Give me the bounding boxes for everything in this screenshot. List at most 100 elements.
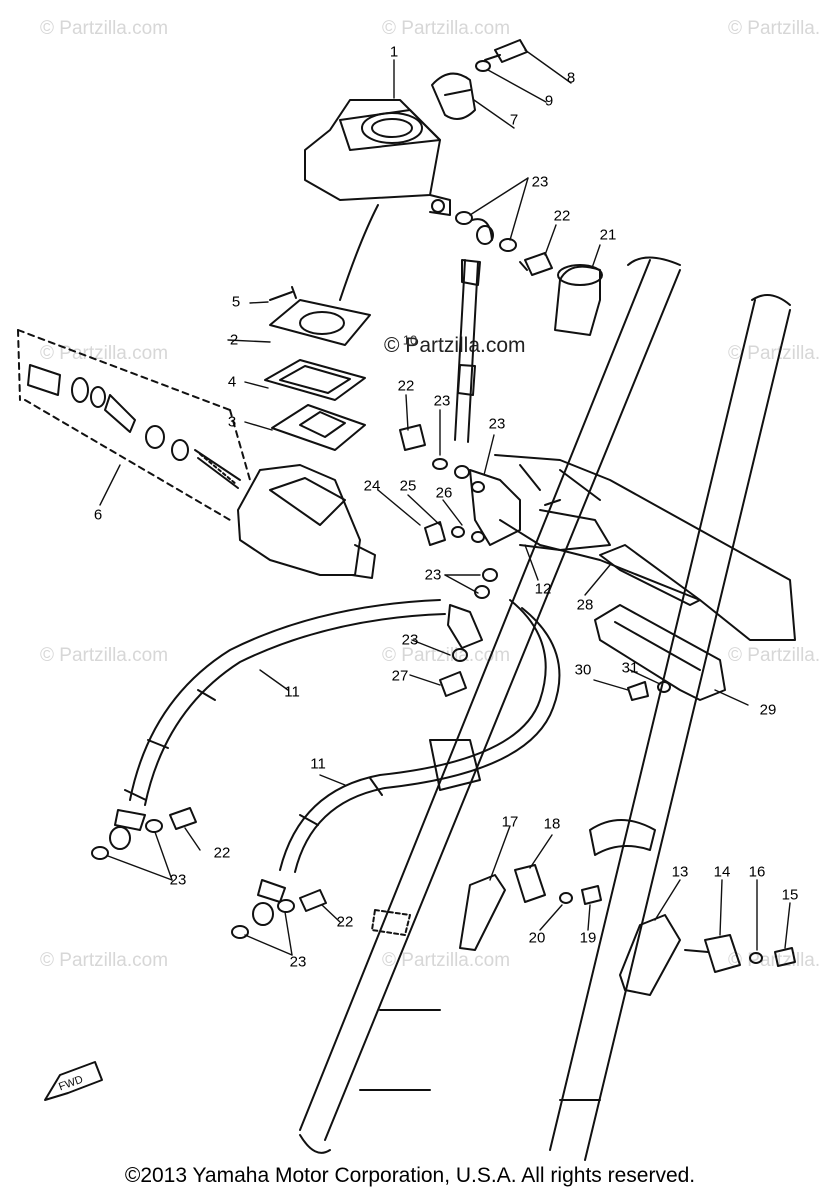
copyright-notice: ©2013 Yamaha Motor Corporation, U.S.A. A… [124,1164,696,1187]
callout-22-mid: 22 [397,377,415,395]
caliper-banjo-left [91,807,197,860]
callout-8: 8 [566,69,576,87]
reservoir-cap [269,299,371,346]
callout-28: 28 [576,596,594,614]
union-bolt [447,604,483,649]
watermark: © Partzilla.com [40,18,169,39]
bolt-8 [484,39,528,63]
callout-2: 2 [229,331,239,349]
callout-23-lower: 23 [401,631,419,649]
screw-5 [269,286,297,301]
watermark: © Partzilla.com [382,18,511,39]
fwd-label: FWD [57,1074,85,1094]
callout-7: 7 [509,111,519,129]
callout-23-top: 23 [531,173,549,191]
callout-26: 26 [435,484,453,502]
piston-kit [17,329,251,521]
callout-9: 9 [544,92,554,110]
callout-23-left: 23 [169,871,187,889]
callout-23-mid-right: 23 [488,415,506,433]
brake-hose-upper [454,218,494,443]
fwd-arrow-icon [44,1061,103,1101]
callout-22-left: 22 [213,844,231,862]
bolt-22 [519,252,553,276]
callout-6: 6 [93,506,103,524]
washer-20 [559,892,573,904]
callout-17: 17 [501,813,519,831]
callout-31: 31 [621,659,639,677]
callout-11-left: 11 [284,683,300,701]
bolt-15 [774,947,796,967]
bracket-outline [371,909,411,936]
brake-hose-left [114,599,446,831]
caliper-banjo-right [231,889,327,939]
fork-lower-leg-right [559,819,656,1101]
washer-23 [452,648,468,662]
callout-23-right: 23 [289,953,307,971]
washer-9 [475,60,491,72]
holder-14 [684,934,741,973]
diaphragm [271,404,366,451]
callout-10: 10 [402,332,418,348]
brake-hose-joint [399,424,521,546]
callout-3: 3 [227,413,237,431]
callout-29: 29 [759,701,777,719]
master-cylinder-upper [304,99,451,216]
callout-22-top: 22 [553,207,571,225]
clamp-18 [514,864,546,903]
bolt-27 [439,671,467,697]
watermark: © Partzilla.com [728,343,820,364]
watermark: © Partzilla.com [728,18,820,39]
callout-11-right: 11 [310,755,326,773]
hose-bracket [519,499,611,551]
bolt-30 [627,681,649,701]
rubber-boot [554,264,603,336]
bolt-19 [581,885,602,905]
callout-18: 18 [543,815,561,833]
callout-16: 16 [748,863,766,881]
callout-13: 13 [671,863,689,881]
callout-27: 27 [391,667,409,685]
watermark: © Partzilla.com [40,645,169,666]
callout-24: 24 [363,477,381,495]
watermark: © Partzilla.com [382,645,511,666]
washer-23 [482,568,498,582]
watermark: © Partzilla.com [40,950,169,971]
leader-lines [99,49,791,956]
holder-plate [594,604,726,701]
callout-23-mid-left: 23 [433,392,451,410]
callout-23-junction: 23 [424,566,442,584]
watermark: © Partzilla.com [728,645,820,666]
washer-16 [749,952,763,964]
callout-19: 19 [579,929,597,947]
callout-12: 12 [534,580,552,598]
callout-22-right: 22 [336,913,354,931]
callout-14: 14 [713,863,731,881]
bracket-13 [619,914,681,996]
callout-25: 25 [399,477,417,495]
center-watermark: © Partzilla.com [384,334,526,357]
washer-23 [499,238,517,252]
master-cylinder-lower [237,464,376,579]
washer-23 [455,211,473,225]
fork-tube-right [549,294,791,1161]
cable-holder-17 [459,874,506,951]
callout-4: 4 [227,373,237,391]
fork-lower-leg-left [359,739,481,1091]
callout-1: 1 [389,43,399,61]
leader-line [339,204,379,301]
watermark: © Partzilla.com [382,950,511,971]
fork-tube-left [299,256,681,1154]
callout-21: 21 [599,226,617,244]
callout-5: 5 [231,293,241,311]
watermark: © Partzilla.com [40,343,169,364]
cable-guide [599,544,701,606]
callout-15: 15 [781,886,799,904]
callout-30: 30 [574,661,592,679]
diaphragm-plate [264,359,366,401]
clamp-bracket [431,72,476,120]
callout-20: 20 [528,929,546,947]
fork-bridge [494,454,796,641]
